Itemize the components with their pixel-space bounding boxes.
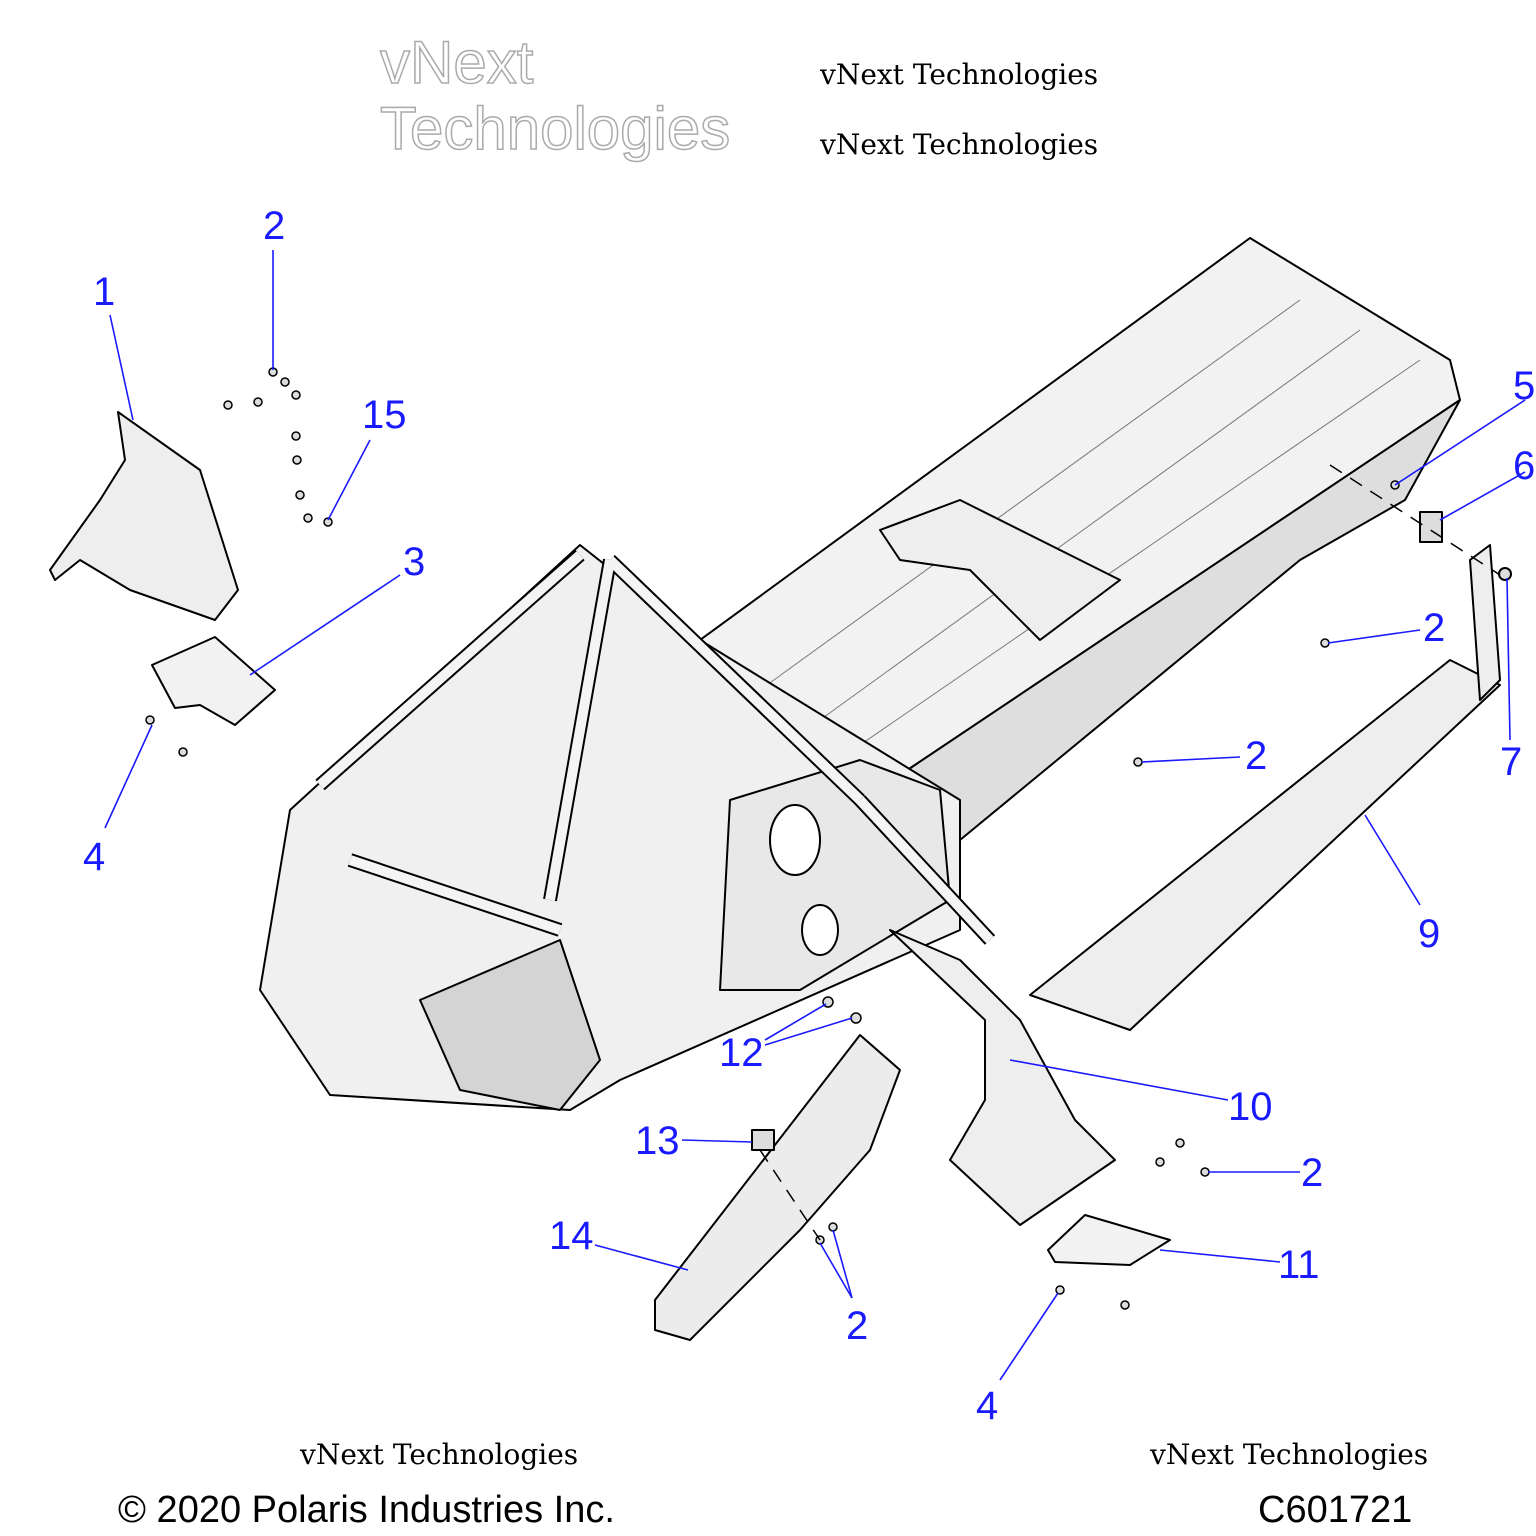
callout-2[interactable]: 2 [1301, 1151, 1324, 1195]
callout-15[interactable]: 15 [362, 393, 407, 437]
callout-14[interactable]: 14 [549, 1214, 594, 1258]
callout-2[interactable]: 2 [1423, 606, 1446, 650]
watermark-text-bottom: vNext Technologies [300, 1438, 579, 1471]
part-14-panel [654, 1034, 901, 1341]
watermark-text-bottom-right: vNext Technologies [1150, 1438, 1429, 1471]
callout-10[interactable]: 10 [1228, 1085, 1273, 1129]
part-9-running-board [1029, 659, 1501, 1031]
diagram-code: C601721 [1258, 1489, 1413, 1531]
part-1-front-guard [49, 411, 239, 621]
rear-bracket [879, 499, 1121, 641]
leader-lines [104, 250, 1526, 1381]
part-11-plate [1047, 1214, 1171, 1266]
callout-3[interactable]: 3 [403, 540, 426, 584]
watermark-logo-top: vNext [379, 29, 534, 97]
callout-2[interactable]: 2 [263, 204, 286, 248]
callout-2[interactable]: 2 [1245, 734, 1268, 778]
callout-4[interactable]: 4 [976, 1384, 999, 1428]
part-10-guard [889, 929, 1116, 1226]
callout-1[interactable]: 1 [93, 270, 116, 314]
callout-7[interactable]: 7 [1500, 740, 1523, 784]
callout-9[interactable]: 9 [1418, 912, 1441, 956]
callout-2[interactable]: 2 [846, 1304, 869, 1348]
callout-5[interactable]: 5 [1513, 364, 1536, 408]
watermark-text-right: vNext Technologies [820, 128, 1099, 161]
watermark-logo-bottom: Technologies [379, 95, 731, 163]
callout-11[interactable]: 11 [1278, 1243, 1320, 1287]
copyright-text: © 2020 Polaris Industries Inc. [118, 1489, 615, 1531]
part-3-plate [151, 636, 276, 726]
front-frame-shade [419, 939, 601, 1111]
callout-13[interactable]: 13 [635, 1119, 680, 1163]
callout-12[interactable]: 12 [719, 1031, 764, 1075]
callout-6[interactable]: 6 [1513, 444, 1536, 488]
watermark-text: vNext Technologies [820, 58, 1099, 91]
callout-4[interactable]: 4 [83, 835, 106, 879]
